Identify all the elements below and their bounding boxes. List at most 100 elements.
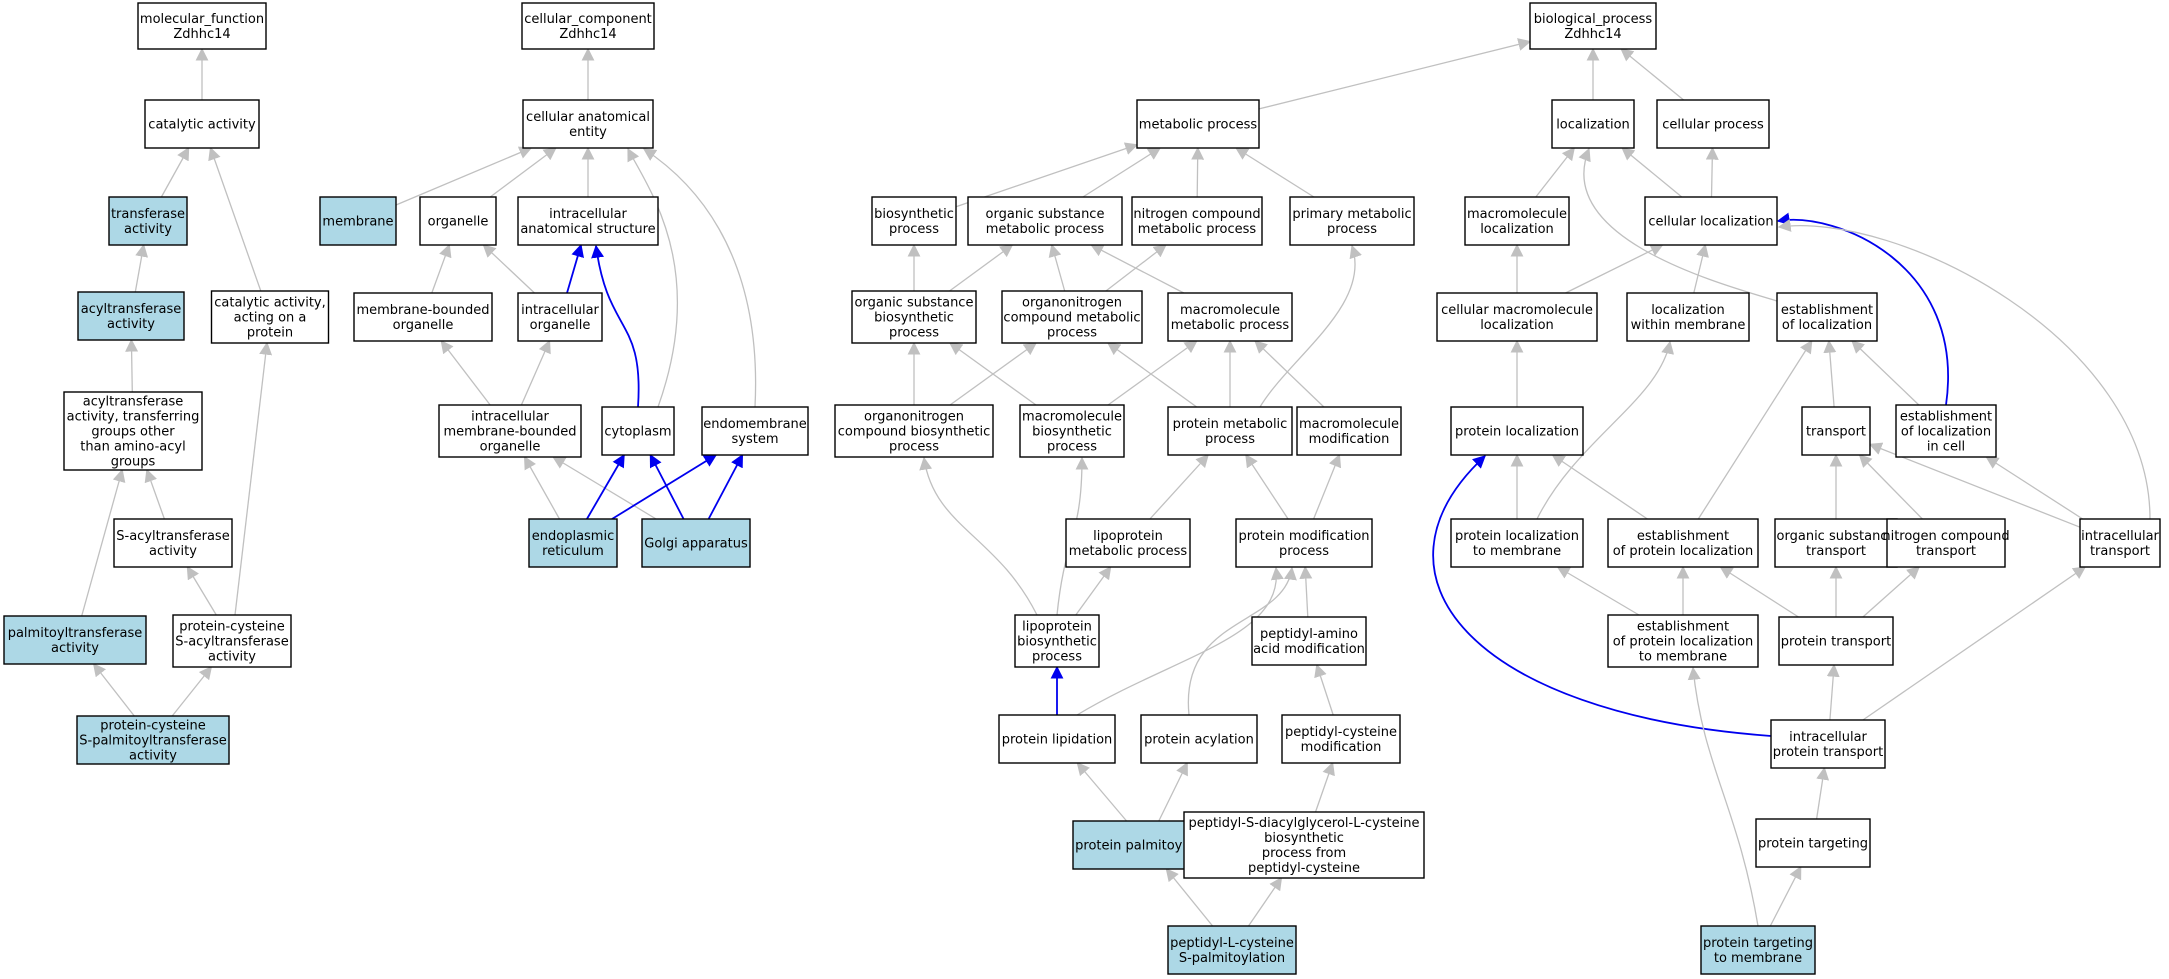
- edge-line: [1826, 663, 1840, 721]
- node-label-line: of protein localization: [1613, 635, 1754, 650]
- edge-organelle-to-cae: [489, 147, 557, 198]
- node-label-line: peptidyl-cysteine: [1248, 861, 1360, 876]
- edge-prottransport-to-estprotloc: [1719, 566, 1799, 618]
- go-term-node-prottarget[interactable]: protein targeting: [1755, 818, 1871, 868]
- node-label-line: membrane: [322, 215, 393, 230]
- go-term-node-protloc[interactable]: protein localization: [1450, 406, 1584, 456]
- go-term-node-catalytic[interactable]: catalytic activity: [144, 99, 260, 149]
- edge-endomem-to-cae: [642, 148, 757, 408]
- go-term-node-cytoplasm[interactable]: cytoplasm: [601, 406, 675, 456]
- node-label-line: protein transport: [1773, 745, 1883, 760]
- go-term-node-pc_s_palm[interactable]: protein-cysteineS-palmitoyltransferaseac…: [76, 715, 230, 765]
- node-label-line: macromolecule: [1022, 410, 1122, 425]
- edge-golgi-to-cytoplasm: [649, 453, 685, 520]
- edge-line: [1247, 876, 1283, 927]
- edge-imbo-to-io: [520, 339, 551, 406]
- node-box: [210, 290, 330, 344]
- go-term-node-golgi[interactable]: Golgi apparatus: [641, 518, 751, 568]
- go-term-node-cellloc[interactable]: cellular localization: [1644, 196, 1778, 246]
- node-label-line: activity, transferring: [67, 410, 200, 425]
- edge-line: [642, 148, 757, 408]
- go-term-node-protacyl[interactable]: protein acylation: [1140, 714, 1258, 764]
- go-term-node-prottransport[interactable]: protein transport: [1778, 616, 1894, 666]
- edge-pc_s_palm-to-palmitoyl: [92, 662, 135, 717]
- edge-line: [160, 146, 190, 198]
- edge-locwm-to-cellloc: [1693, 243, 1709, 294]
- edge-line: [1082, 147, 1162, 198]
- edge-line: [1621, 147, 1683, 198]
- edge-line: [208, 146, 262, 292]
- node-box: [1778, 616, 1894, 666]
- edge-line: [1299, 565, 1313, 618]
- node-label-line: protein: [247, 326, 293, 341]
- go-term-node-protlip[interactable]: protein lipidation: [998, 714, 1116, 764]
- node-label-line: transport: [2090, 544, 2150, 559]
- go-term-node-pepsdiacyl[interactable]: peptidyl-S-diacylglycerol-L-cysteinebios…: [1183, 811, 1425, 879]
- edge-line: [1697, 339, 1813, 520]
- node-label-line: cellular anatomical: [526, 110, 650, 125]
- node-box: [1019, 404, 1125, 458]
- go-term-node-metab[interactable]: metabolic process: [1136, 99, 1260, 149]
- go-term-node-localization[interactable]: localization: [1551, 99, 1635, 149]
- go-term-node-pc_s_acyl[interactable]: protein-cysteineS-acyltransferaseactivit…: [172, 614, 292, 668]
- go-term-node-cellproc[interactable]: cellular process: [1656, 99, 1770, 149]
- node-box: [1886, 518, 2006, 568]
- go-term-node-transport[interactable]: transport: [1801, 406, 1871, 456]
- edge-prottarget-to-icprottransport: [1815, 766, 1830, 820]
- node-label-line: than amino-acyl: [80, 440, 185, 455]
- node-label-line: process: [1047, 326, 1097, 341]
- node-box: [63, 391, 203, 471]
- node-label-line: protein lipidation: [1002, 733, 1113, 748]
- edge-line: [1565, 244, 1664, 294]
- go-term-node-organelle[interactable]: organelle: [419, 196, 497, 246]
- go-term-node-membrane[interactable]: membrane: [319, 196, 397, 246]
- edge-line: [482, 244, 535, 294]
